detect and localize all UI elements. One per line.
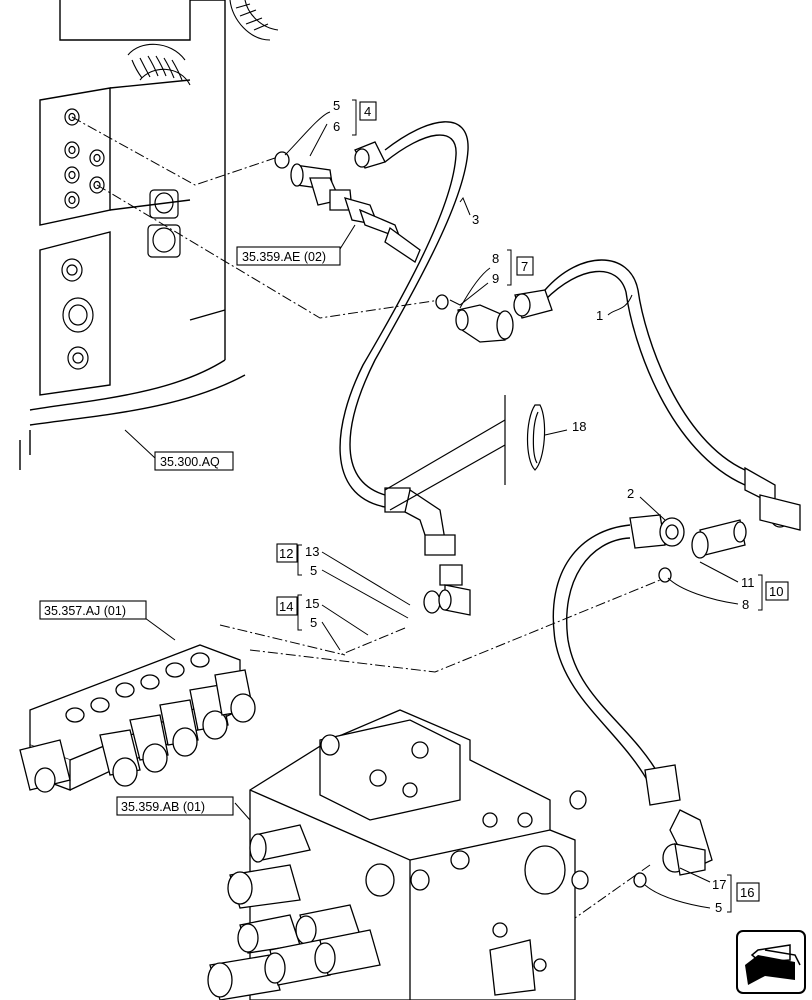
callout-2: 2 xyxy=(627,486,634,501)
valve-block-35-359-ab xyxy=(207,709,589,1000)
hose-1 xyxy=(544,259,746,486)
ref-label-35-359-ae[interactable]: 35.359.AE (02) xyxy=(242,250,326,264)
callout-15: 15 xyxy=(305,596,319,611)
seal-18-inset xyxy=(384,395,546,511)
kit-number-4[interactable]: 4 xyxy=(364,104,371,119)
connection-lines xyxy=(71,116,666,919)
kit-boxes xyxy=(276,101,789,902)
callout-3: 3 xyxy=(472,212,479,227)
corrugated-tube xyxy=(127,0,279,86)
kit-number-14[interactable]: 14 xyxy=(279,599,293,614)
elbow-fitting-9 xyxy=(435,294,514,343)
callout-5-bottom: 5 xyxy=(715,900,722,915)
block-solenoids xyxy=(207,824,536,1000)
hose-3-fittings xyxy=(354,141,471,616)
ref-label-35-300-aq[interactable]: 35.300.AQ xyxy=(160,455,220,469)
callout-8-upper: 8 xyxy=(492,251,499,266)
callout-1: 1 xyxy=(596,308,603,323)
kit-number-12[interactable]: 12 xyxy=(279,546,293,561)
next-page-arrow-icon[interactable] xyxy=(736,930,806,994)
machine-frame xyxy=(19,0,246,470)
callout-5-mid: 5 xyxy=(310,563,317,578)
callout-6: 6 xyxy=(333,119,340,134)
ref-label-35-357-aj[interactable]: 35.357.AJ (01) xyxy=(44,604,126,618)
hose-2 xyxy=(552,524,663,786)
kit-number-16[interactable]: 16 xyxy=(740,885,754,900)
callout-17: 17 xyxy=(712,877,726,892)
callout-11: 11 xyxy=(741,575,755,590)
kit-number-10[interactable]: 10 xyxy=(769,584,783,599)
reference-boxes xyxy=(39,246,341,816)
hose-1-fittings xyxy=(513,289,801,559)
leader-lines xyxy=(124,99,763,913)
callout-9: 9 xyxy=(492,271,499,286)
bracket-holes xyxy=(61,108,181,370)
tee-fitting-6 xyxy=(274,151,421,263)
ref-label-35-359-ab[interactable]: 35.359.AB (01) xyxy=(121,800,205,814)
hose-3 xyxy=(339,121,469,508)
solenoids-row xyxy=(99,669,256,787)
callout-8-lower: 8 xyxy=(742,597,749,612)
callout-13: 13 xyxy=(305,544,319,559)
kit-number-7[interactable]: 7 xyxy=(521,259,528,274)
valve-bank-35-357-aj xyxy=(19,644,256,793)
callout-5-lower: 5 xyxy=(310,615,317,630)
callout-5-top: 5 xyxy=(333,98,340,113)
callout-18: 18 xyxy=(572,419,586,434)
hose-2-fittings xyxy=(629,514,713,888)
